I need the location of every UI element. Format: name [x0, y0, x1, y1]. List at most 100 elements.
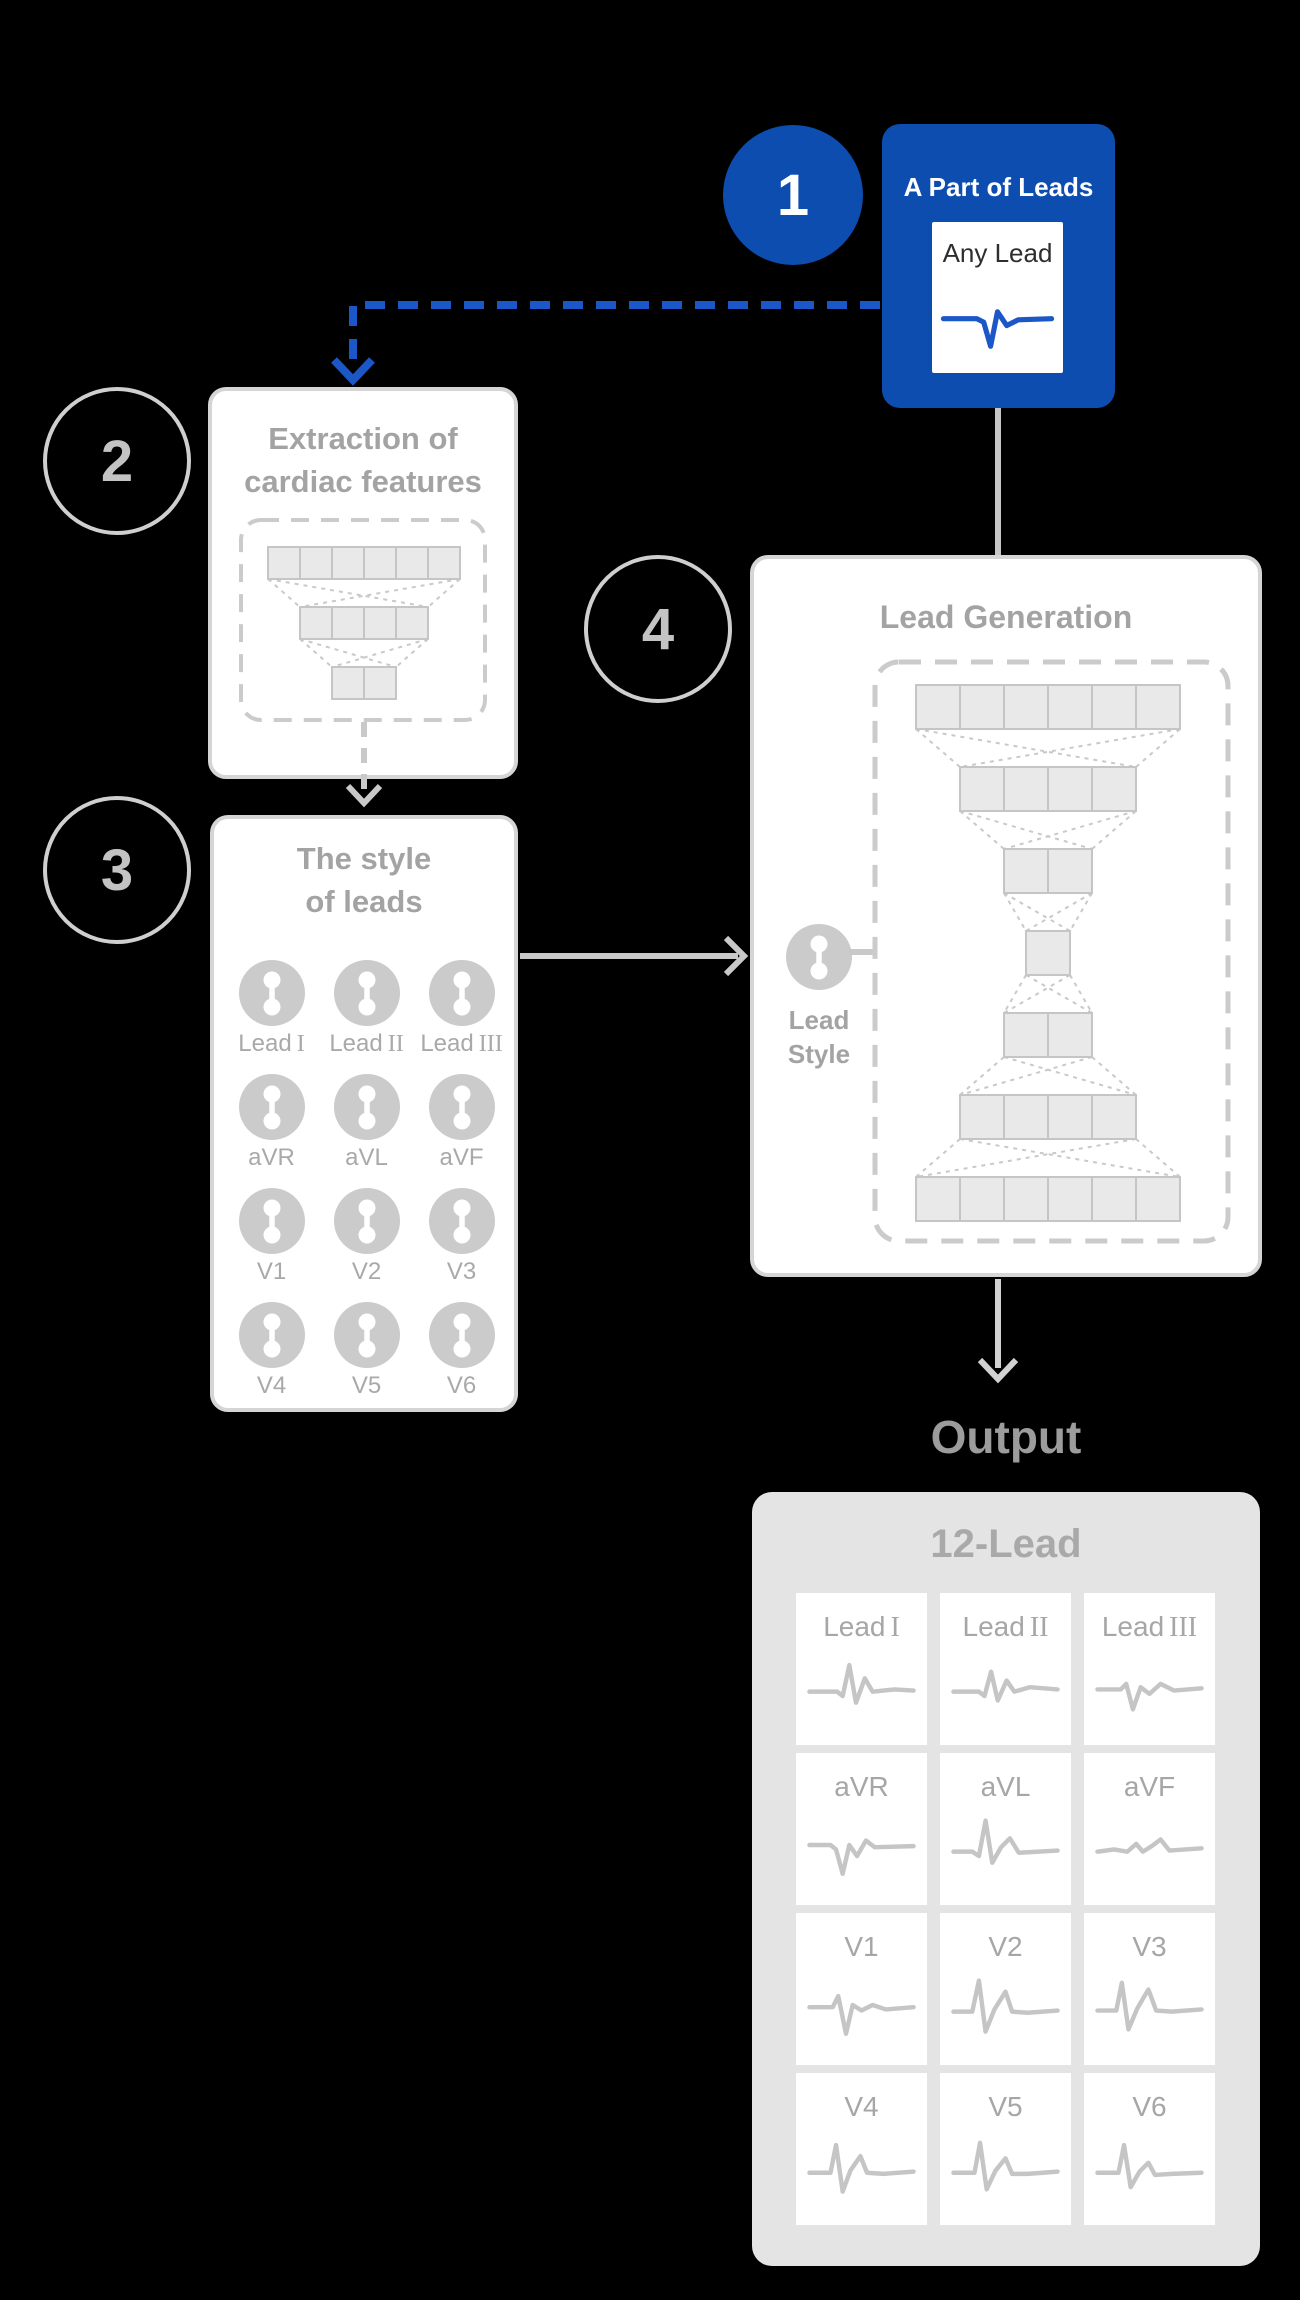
lead-style-label-line1: Lead	[788, 1005, 850, 1035]
output-card-label: V5	[988, 2091, 1023, 2122]
lead-pin-icon	[238, 1074, 305, 1140]
lead-style-item-v1: V1	[224, 1188, 319, 1302]
lead-item-label: aVR	[248, 1144, 295, 1171]
blue-arrowhead-icon	[331, 357, 375, 386]
blue-dashed-connector	[349, 301, 880, 364]
style-title-line2: of leads	[305, 884, 423, 919]
lead-generation-box: Lead Generation Lead Style	[750, 555, 1262, 1277]
lead-pin-icon	[333, 1074, 400, 1140]
output-card-label: V2	[988, 1931, 1023, 1962]
lead-style-item-v4: V4	[224, 1302, 319, 1416]
step-1-badge: 1	[723, 125, 863, 265]
output-card-label: V4	[844, 2091, 879, 2122]
lead-pin-icon	[428, 1188, 495, 1254]
output-card-label: aVL	[980, 1771, 1031, 1802]
extraction-box: Extraction of cardiac features	[208, 387, 518, 779]
output-card-label: aVR	[834, 1771, 889, 1802]
lead-pin-icon	[428, 960, 495, 1026]
ecg-wave-icon	[807, 1993, 916, 2036]
output-heading: Output	[930, 1411, 1082, 1463]
any-lead-wave-icon	[940, 309, 1055, 349]
lead-style-pin-icon	[786, 924, 852, 990]
lead-style-item-avl: aVL	[319, 1074, 414, 1188]
output-card-v2: V2	[940, 1913, 1071, 2065]
lead-pin-icon	[238, 1188, 305, 1254]
lead-style-label-line2: Style	[787, 1039, 851, 1069]
lead-item-label: V6	[446, 1372, 477, 1399]
lead-pin-icon	[238, 1302, 305, 1368]
output-card-avf: aVF	[1084, 1753, 1215, 1905]
lead-item-label: aVL	[345, 1144, 388, 1171]
extraction-to-style-arrowhead-icon	[345, 783, 383, 808]
ecg-wave-icon	[807, 1662, 916, 1705]
output-card-avr: aVR	[796, 1753, 927, 1905]
lead-style-item-v3: V3	[414, 1188, 509, 1302]
lead-style-label: Lead Style	[754, 1003, 884, 1071]
output-card-v5: V5	[940, 2073, 1071, 2225]
style-to-generation-arrowhead-icon	[723, 935, 749, 977]
ecg-wave-icon	[951, 1978, 1060, 2034]
lead-style-item-v5: V5	[319, 1302, 414, 1416]
lead-item-label: V5	[351, 1372, 382, 1399]
lead-item-label: aVF	[439, 1144, 484, 1171]
output-card-avl: aVL	[940, 1753, 1071, 1905]
output-card-v4: V4	[796, 2073, 927, 2225]
lead-item-label: V1	[256, 1258, 287, 1285]
part-of-leads-box: A Part of Leads Any Lead	[882, 124, 1115, 408]
output-card-label: V3	[1132, 1931, 1167, 1962]
lead-generation-title: Lead Generation	[879, 599, 1133, 635]
part-of-leads-title: A Part of Leads	[903, 172, 1094, 202]
extraction-box-title: Extraction of cardiac features	[212, 417, 514, 503]
ecg-wave-icon	[807, 1838, 916, 1876]
step-2-badge: 2	[43, 387, 191, 535]
lead-style-item-avf: aVF	[414, 1074, 509, 1188]
extraction-title-line1: Extraction of	[268, 421, 458, 456]
step-4-badge: 4	[584, 555, 732, 703]
ecg-wave-icon	[951, 2140, 1060, 2192]
ecg-wave-icon	[1095, 2142, 1204, 2190]
lead-pin-icon	[333, 960, 400, 1026]
lead-pin-icon	[238, 960, 305, 1026]
lead-style-item-avr: aVR	[224, 1074, 319, 1188]
ecg-wave-icon	[807, 2142, 916, 2194]
output-card-label: V1	[844, 1931, 879, 1962]
output-card-label: V6	[1132, 2091, 1167, 2122]
step-3-badge: 3	[43, 796, 191, 944]
style-box-title: The style of leads	[214, 837, 514, 923]
ecg-wave-icon	[1095, 1837, 1204, 1854]
lead-style-item-v2: V2	[319, 1188, 414, 1302]
lead-pin-icon	[333, 1302, 400, 1368]
ecg-wave-icon	[951, 1669, 1060, 1703]
generation-to-output-arrowhead-icon	[977, 1357, 1019, 1384]
lead-style-item-v6: V6	[414, 1302, 509, 1416]
output-card-v1: V1	[796, 1913, 927, 2065]
extraction-title-line2: cardiac features	[244, 464, 482, 499]
style-title-line1: The style	[296, 841, 432, 876]
any-lead-label: Any Lead	[942, 238, 1053, 268]
any-lead-card: Any Lead	[932, 222, 1063, 373]
lead-item-label: V3	[446, 1258, 477, 1285]
output-card-label: aVF	[1123, 1771, 1176, 1802]
lead-item-label: V4	[256, 1372, 287, 1399]
output-box-title: 12-Lead	[930, 1522, 1082, 1566]
lead-pin-icon	[428, 1302, 495, 1368]
lead-style-pin-glyph	[786, 924, 852, 990]
ecg-wave-icon	[1095, 1980, 1204, 2032]
